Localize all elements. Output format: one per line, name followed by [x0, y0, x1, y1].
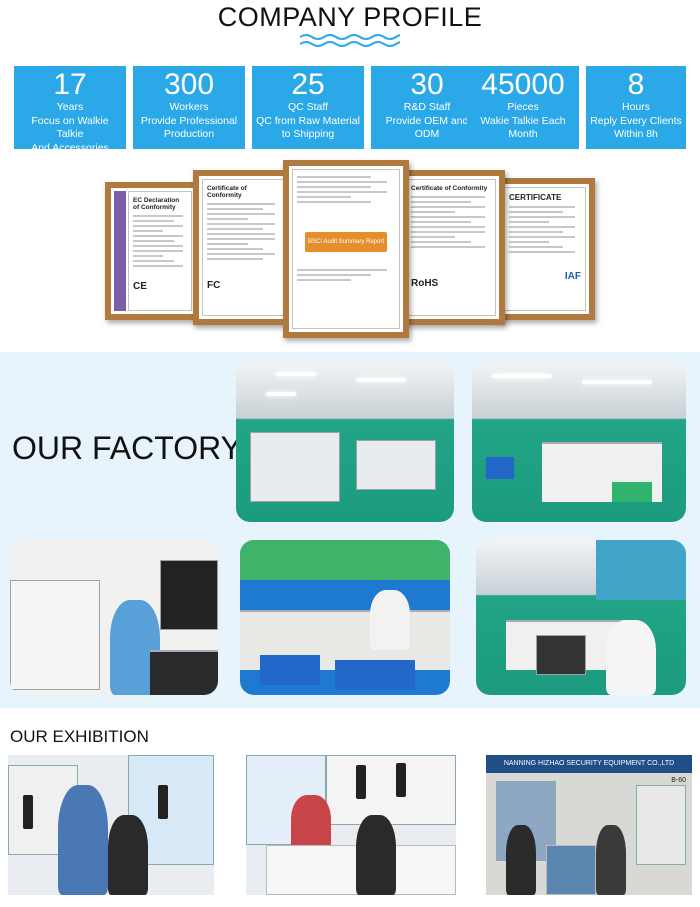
factory-photo-testing-area: [476, 540, 686, 695]
wave-divider-icon: [300, 34, 400, 47]
iaf-mark: IAF: [564, 271, 581, 282]
exhibition-title: OUR EXHIBITION: [10, 727, 149, 746]
certificate-border-decoration: [114, 191, 126, 311]
factory-photo-assembly-line: [472, 362, 686, 522]
certificate-heading: Certificate of Conformity: [411, 185, 488, 192]
stat-label: Years Focus on Walkie Talkie And Accesso…: [31, 101, 109, 149]
company-profile-title: COMPANY PROFILE: [217, 2, 483, 32]
ce-mark: CE: [133, 281, 147, 292]
factory-photo-inspection: [10, 540, 218, 695]
stat-years: 17 Years Focus on Walkie Talkie And Acce…: [14, 66, 126, 149]
stat-number: 17: [53, 68, 87, 101]
factory-title: OUR FACTORY: [12, 430, 242, 466]
certificate-iso: CERTIFICATE IAF: [495, 178, 595, 320]
bsci-report-banner: BSCI Audit Summary Report: [305, 232, 387, 252]
stat-number: 300: [163, 68, 215, 101]
stat-rd-staff: 30 R&D Staff Provide OEM and ODM: [371, 66, 483, 149]
certificate-fcc: Certificate of Conformity FC: [193, 170, 295, 325]
rohs-mark: RoHS: [411, 278, 439, 289]
certificate-rohs: Certificate of Conformity RoHS: [397, 170, 505, 325]
certificate-heading: Certificate of Conformity: [207, 185, 247, 199]
stat-pieces: 45000 Pieces Wakie Talkie Each Month: [467, 66, 579, 149]
stat-label: Hours Reply Every Clients Within 8h: [590, 101, 682, 140]
fcc-mark: FC: [207, 280, 221, 291]
exhibition-photo-booth-1: [8, 755, 214, 895]
booth-company-banner: NANNING HIZHAO SECURITY EQUIPMENT CO.,LT…: [486, 755, 692, 773]
stat-number: 30: [410, 68, 444, 101]
certificate-bsci: BSCI Audit Summary Report: [283, 160, 409, 338]
certificate-heading: EC Declaration of Conformity: [133, 197, 180, 211]
exhibition-photo-booth-2: [246, 755, 456, 895]
stat-label: QC Staff QC from Raw Material to Shippin…: [256, 101, 360, 140]
stat-number: 8: [627, 68, 645, 101]
stat-number: 45000: [481, 68, 565, 101]
stat-qc-staff: 25 QC Staff QC from Raw Material to Ship…: [252, 66, 364, 149]
stats-row: 17 Years Focus on Walkie Talkie And Acce…: [14, 66, 686, 149]
certificates-row: EC Declaration of Conformity CE Certific…: [105, 160, 595, 340]
stat-label: R&D Staff Provide OEM and ODM: [385, 101, 469, 140]
stat-label: Pieces Wakie Talkie Each Month: [480, 101, 566, 140]
certificate-heading: CERTIFICATE: [509, 193, 562, 202]
stat-hours: 8 Hours Reply Every Clients Within 8h: [586, 66, 686, 149]
factory-photo-workbench: [240, 540, 450, 695]
factory-photo-smt-line: [236, 362, 454, 522]
certificate-ec-declaration: EC Declaration of Conformity CE: [105, 182, 201, 320]
exhibition-photo-booth-3: NANNING HIZHAO SECURITY EQUIPMENT CO.,LT…: [486, 755, 692, 895]
stat-number: 25: [291, 68, 325, 101]
booth-number-sign: B-60: [671, 777, 686, 784]
stat-label: Workers Provide Professional Production: [140, 101, 238, 140]
stat-workers: 300 Workers Provide Professional Product…: [133, 66, 245, 149]
